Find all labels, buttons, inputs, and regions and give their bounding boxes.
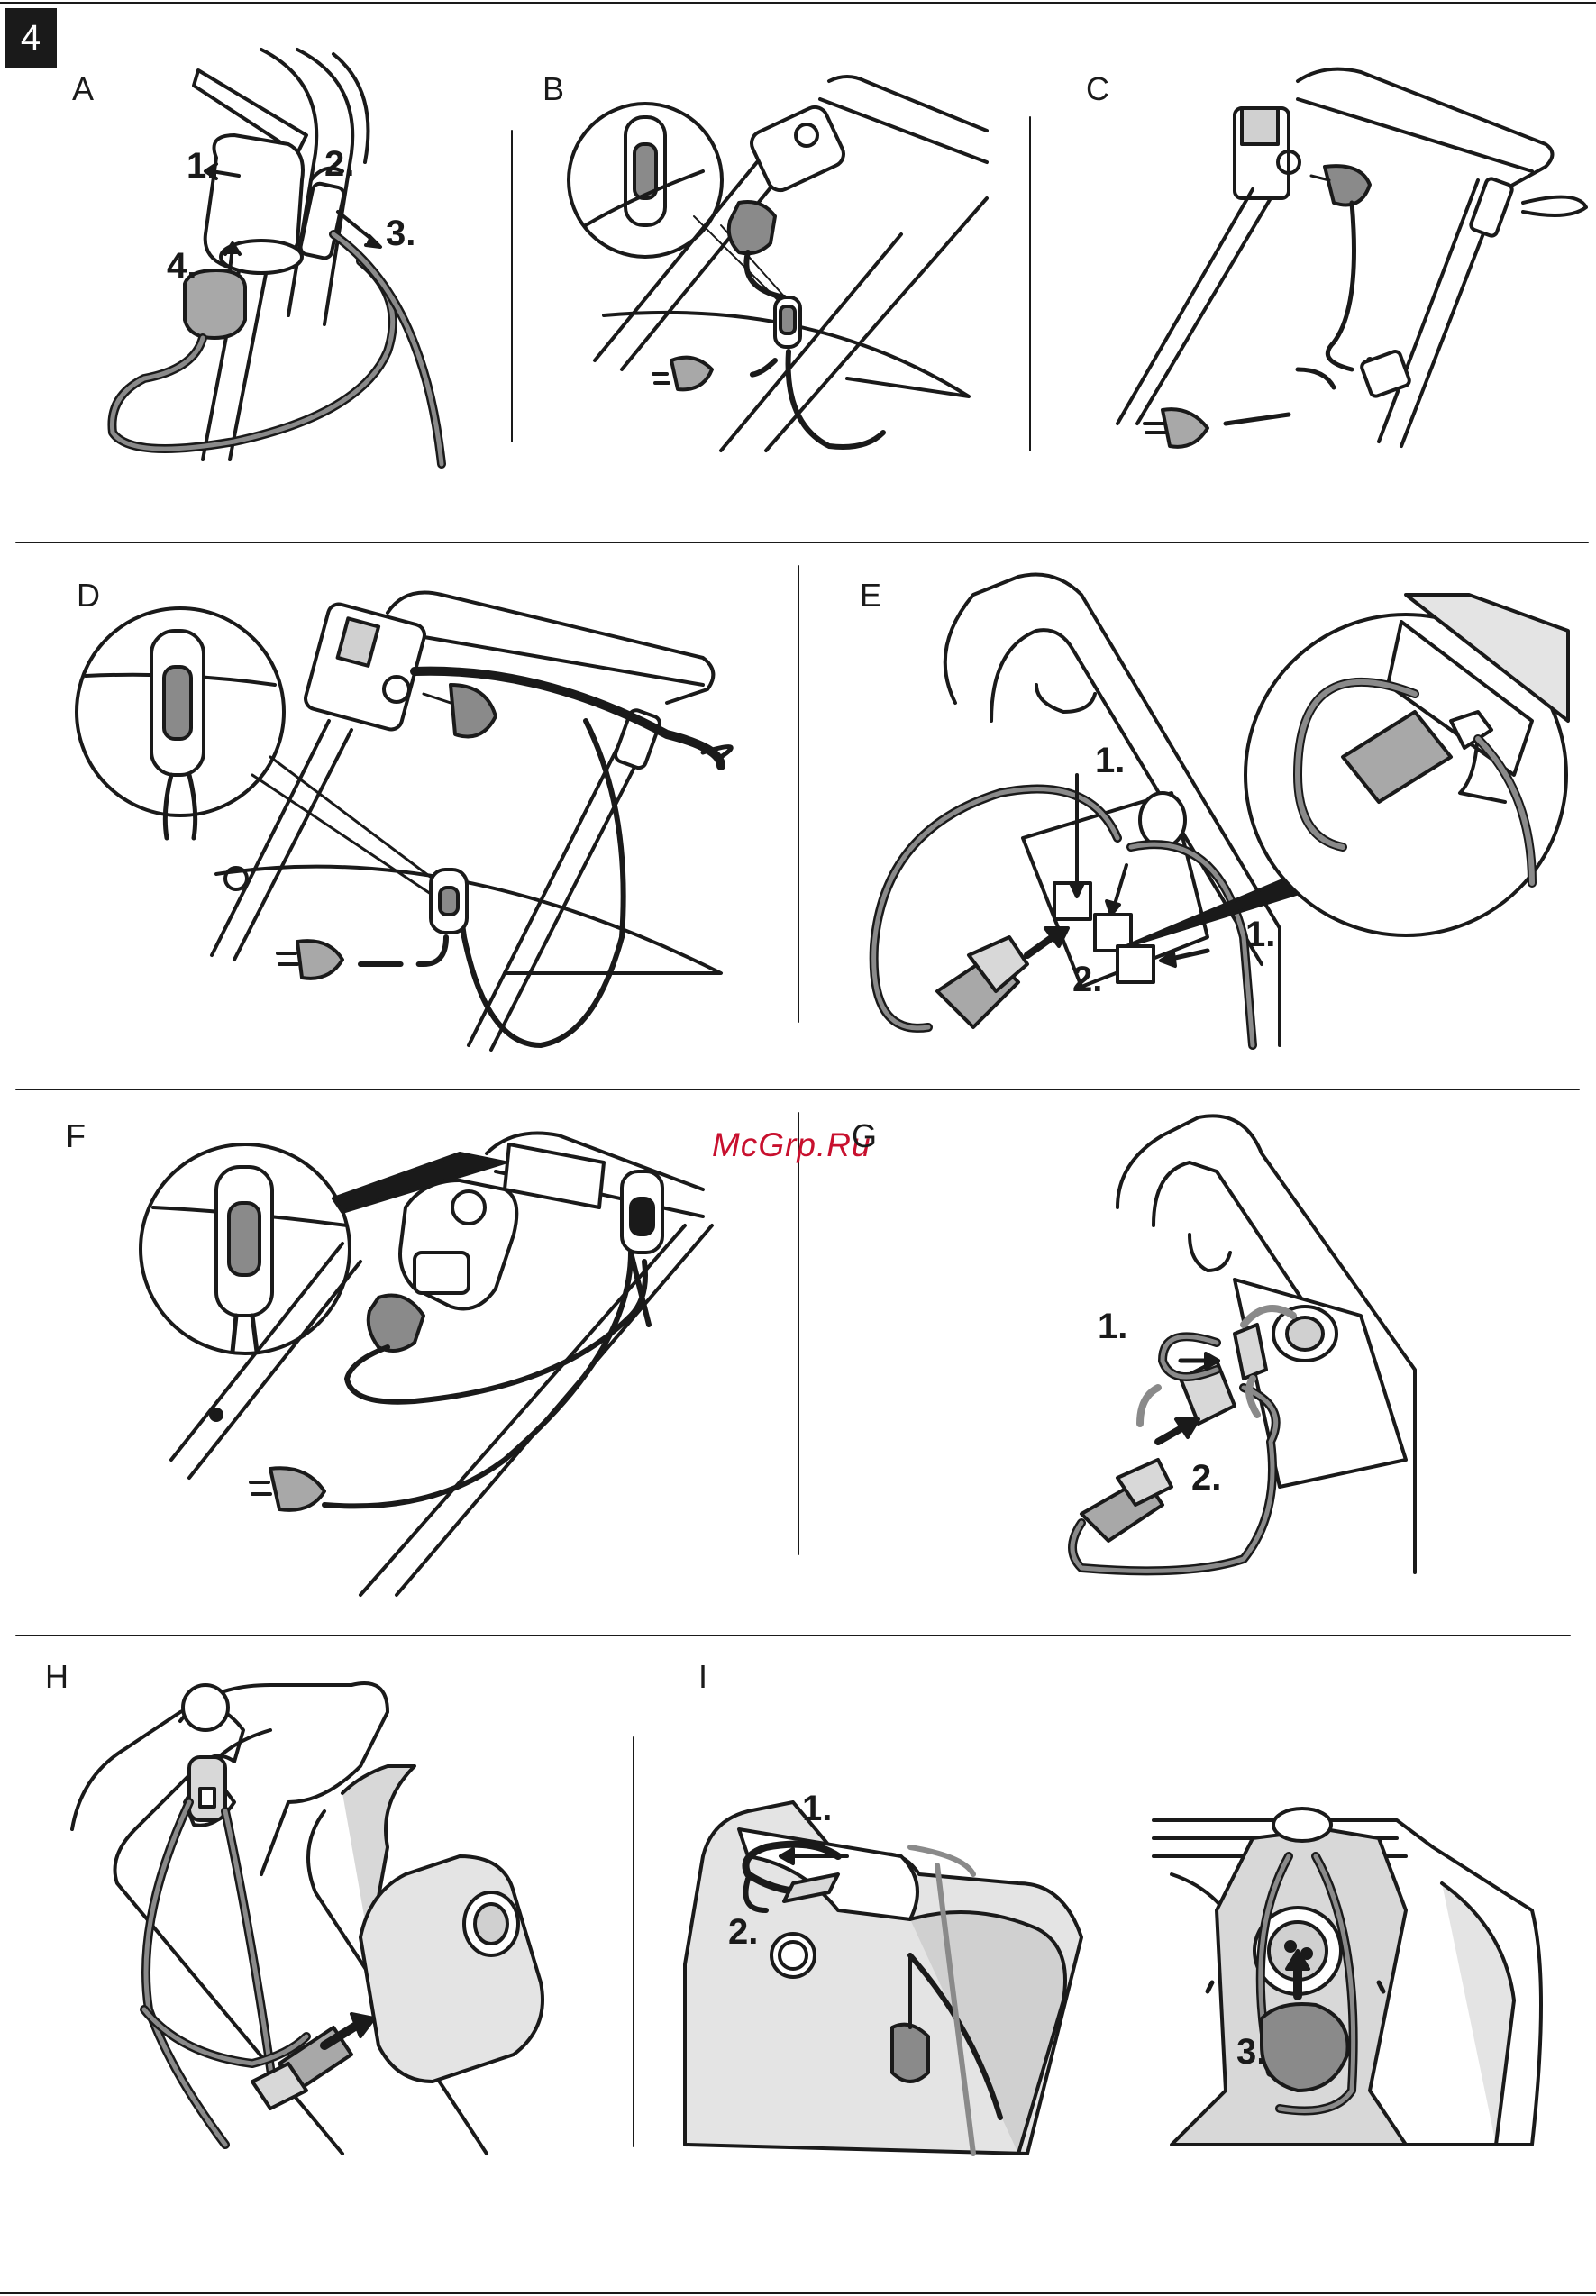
panel-label-c: C (1086, 70, 1109, 108)
panel-e-step-1a: 1. (1095, 741, 1125, 781)
panel-a-step-3: 3. (386, 214, 415, 254)
panel-e-step-1b: 1. (1245, 915, 1275, 955)
panel-i-step-2: 2. (728, 1912, 758, 1953)
panel-a-step-1: 1. (187, 146, 216, 187)
panel-i-right-illustration (1154, 1809, 1541, 2145)
panel-i-step-1: 1. (802, 1789, 832, 1829)
panel-d-illustration (77, 593, 731, 1051)
step-number-badge: 4 (5, 8, 57, 68)
panel-f-illustration (141, 1134, 712, 1596)
watermark: McGrp.Ru (712, 1126, 871, 1164)
panel-a-step-2: 2. (324, 144, 354, 185)
panel-i-left-illustration (685, 1802, 1081, 2154)
panel-label-i: I (698, 1658, 707, 1696)
panel-a-step-4: 4. (167, 246, 196, 287)
panel-c-illustration (1117, 69, 1586, 447)
panel-b-illustration (569, 77, 987, 451)
panel-label-a: A (72, 70, 94, 108)
panel-label-g: G (852, 1117, 877, 1155)
panel-label-f: F (66, 1117, 86, 1155)
panel-e-illustration (874, 575, 1568, 1046)
panel-g-step-1: 1. (1098, 1307, 1127, 1347)
panel-a-illustration (112, 50, 442, 464)
panel-label-e: E (860, 577, 881, 615)
panel-h-illustration (72, 1683, 543, 2154)
panel-label-d: D (77, 577, 100, 615)
panel-g-step-2: 2. (1191, 1458, 1221, 1499)
panel-label-b: B (543, 70, 564, 108)
panel-e-step-2: 2. (1072, 960, 1102, 1000)
panel-i-step-3: 3. (1236, 2032, 1266, 2073)
panel-label-h: H (45, 1658, 68, 1696)
